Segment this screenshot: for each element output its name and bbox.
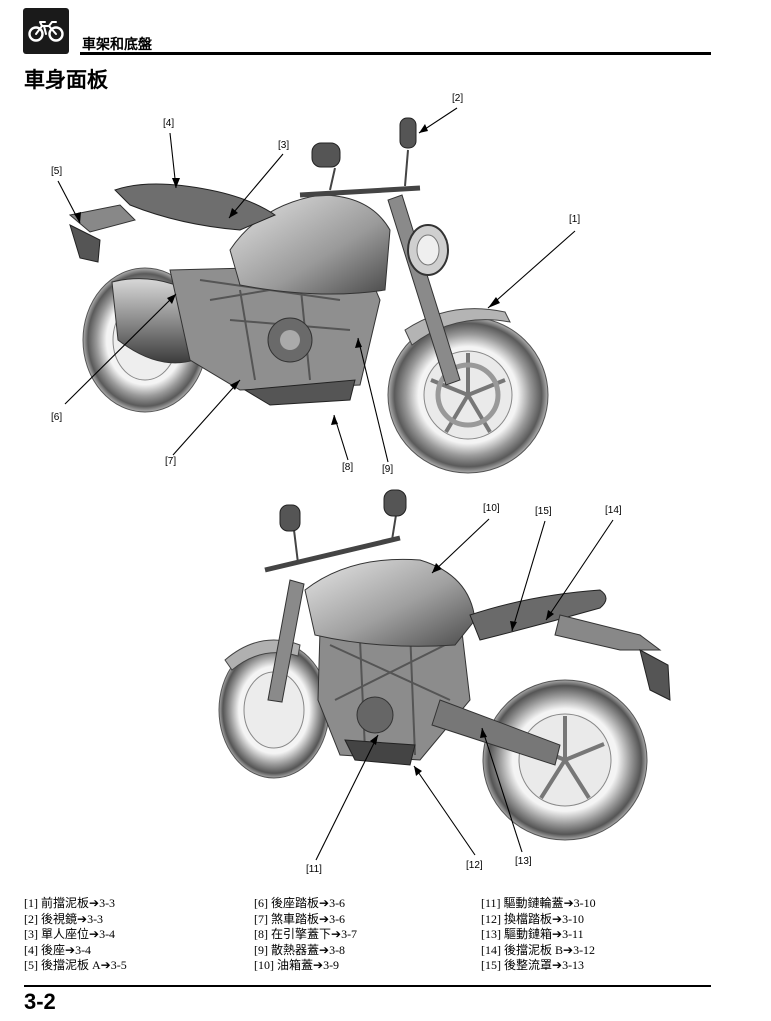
callout-12: [12] — [466, 860, 483, 872]
page-number: 3-2 — [24, 989, 56, 1015]
legend-column-3: [11] 驅動鏈輪蓋➔3-10 [12] 換檔踏板➔3-10 [13] 驅動鏈箱… — [481, 896, 596, 974]
footer-divider — [24, 985, 711, 987]
callout-3: [3] — [278, 140, 289, 152]
callout-10: [10] — [483, 503, 500, 515]
legend-column-1: [1] 前擋泥板➔3-3 [2] 後視鏡➔3-3 [3] 單人座位➔3-4 [4… — [24, 896, 127, 974]
legend-item: [11] 驅動鏈輪蓋➔3-10 — [481, 896, 596, 912]
callout-5: [5] — [51, 166, 62, 178]
callout-4: [4] — [163, 118, 174, 130]
legend-item: [14] 後擋泥板 B➔3-12 — [481, 943, 596, 959]
legend-item: [10] 油箱蓋➔3-9 — [254, 958, 357, 974]
legend-item: [13] 驅動鏈箱➔3-11 — [481, 927, 596, 943]
callout-11: [11] — [306, 864, 322, 876]
callout-9: [9] — [382, 464, 393, 476]
callout-13: [13] — [515, 856, 532, 868]
legend-item: [6] 後座踏板➔3-6 — [254, 896, 357, 912]
legend-item: [8] 在引擎蓋下➔3-7 — [254, 927, 357, 943]
legend-item: [4] 後座➔3-4 — [24, 943, 127, 959]
callout-6: [6] — [51, 412, 62, 424]
legend-item: [2] 後視鏡➔3-3 — [24, 912, 127, 928]
legend-item: [15] 後整流罩➔3-13 — [481, 958, 596, 974]
callout-2: [2] — [452, 93, 463, 105]
legend-item: [12] 換檔踏板➔3-10 — [481, 912, 596, 928]
legend-column-2: [6] 後座踏板➔3-6 [7] 煞車踏板➔3-6 [8] 在引擎蓋下➔3-7 … — [254, 896, 357, 974]
legend-item: [9] 散熱器蓋➔3-8 — [254, 943, 357, 959]
callout-1: [1] — [569, 214, 580, 226]
callout-15: [15] — [535, 506, 552, 518]
legend-item: [1] 前擋泥板➔3-3 — [24, 896, 127, 912]
callout-14: [14] — [605, 505, 622, 517]
legend-item: [7] 煞車踏板➔3-6 — [254, 912, 357, 928]
motorcycle-front-view-illustration — [0, 0, 771, 480]
legend-item: [5] 後擋泥板 A➔3-5 — [24, 958, 127, 974]
callout-7: [7] — [165, 456, 176, 468]
motorcycle-left-view-illustration — [0, 480, 771, 880]
callout-8: [8] — [342, 462, 353, 474]
legend-item: [3] 單人座位➔3-4 — [24, 927, 127, 943]
